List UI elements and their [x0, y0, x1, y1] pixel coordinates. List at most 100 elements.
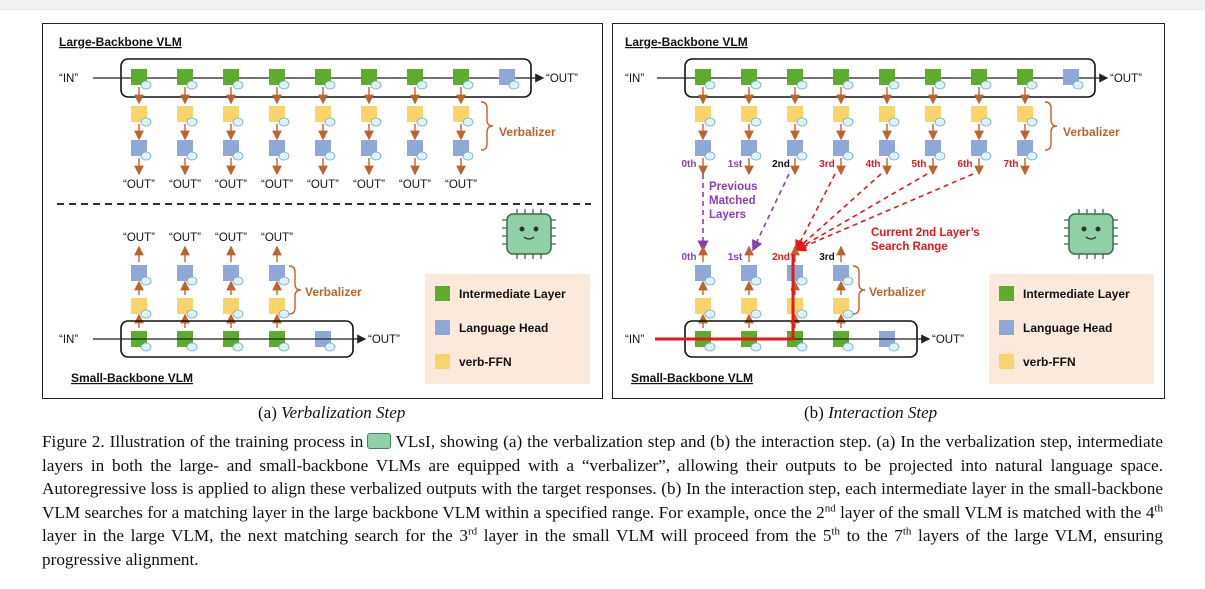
- previous-matched-line2: Matched: [709, 195, 756, 207]
- verbalized-out-label: “OUT”: [307, 179, 339, 191]
- language-head-block: [695, 265, 711, 281]
- intermediate-layer-block: [741, 69, 757, 85]
- snowflake-icon: [750, 276, 762, 286]
- small-ordinal-label: 2nd: [772, 252, 790, 263]
- figure-caption: Figure 2. Illustration of the training p…: [42, 432, 1163, 569]
- snowflake-icon: [140, 342, 152, 352]
- verb-ffn-block: [741, 298, 757, 314]
- large-verbalizer-brace: [480, 101, 494, 151]
- intermediate-layer-block: [315, 69, 331, 85]
- verb-ffn-block: [925, 106, 941, 122]
- mascot-chip-icon: [502, 209, 556, 259]
- window-top-bar: [0, 0, 1205, 10]
- snowflake-icon: [704, 80, 716, 90]
- snowflake-icon: [888, 342, 900, 352]
- large-verbalizer-label: Verbalizer: [1063, 125, 1120, 139]
- legend-intermediate-label: Intermediate Layer: [1023, 287, 1130, 301]
- language-head-block: [177, 265, 193, 281]
- verb-ffn-block: [407, 106, 423, 122]
- verbalized-out-label: “OUT”: [169, 232, 201, 244]
- language-head-block: [131, 140, 147, 156]
- small-ordinal-label: 3rd: [819, 252, 835, 263]
- snowflake-icon: [1026, 80, 1038, 90]
- snowflake-icon: [232, 276, 244, 286]
- snowflake-icon: [278, 309, 290, 319]
- snowflake-icon: [416, 117, 428, 127]
- verb-ffn-block: [787, 106, 803, 122]
- small-ordinal-label: 1st: [728, 252, 743, 263]
- search-line-5: [794, 173, 928, 251]
- legend-head-label: Language Head: [1023, 321, 1112, 335]
- verbalized-out-label: “OUT”: [353, 179, 385, 191]
- verbalized-out-label: “OUT”: [261, 179, 293, 191]
- snowflake-icon: [750, 342, 762, 352]
- language-head-block: [925, 140, 941, 156]
- language-head-block: [787, 140, 803, 156]
- verb-ffn-block: [361, 106, 377, 122]
- snowflake-icon: [370, 117, 382, 127]
- legend-intermediate-label: Intermediate Layer: [459, 287, 566, 301]
- large-out-label: “OUT”: [1110, 73, 1142, 85]
- snowflake-icon: [980, 80, 992, 90]
- snowflake-icon: [324, 80, 336, 90]
- large-ordinal-label: 3rd: [819, 159, 835, 170]
- snowflake-icon: [186, 342, 198, 352]
- verb-ffn-block: [695, 106, 711, 122]
- verb-ffn-block: [223, 106, 239, 122]
- snowflake-icon: [140, 117, 152, 127]
- snowflake-icon: [888, 80, 900, 90]
- verb-ffn-block: [177, 298, 193, 314]
- snowflake-icon: [842, 276, 854, 286]
- snowflake-icon: [796, 276, 808, 286]
- language-head-block: [269, 140, 285, 156]
- snowflake-icon: [704, 309, 716, 319]
- snowflake-icon: [140, 276, 152, 286]
- large-ordinal-label: 7th: [1004, 159, 1019, 170]
- snowflake-icon: [796, 309, 808, 319]
- panel-verbalization: Large-Backbone VLM “IN” “OUT” “OUT”“OUT”…: [42, 23, 603, 399]
- legend-head-label: Language Head: [459, 321, 548, 335]
- search-range-line1: Current 2nd Layer’s: [871, 227, 980, 239]
- caption-part2: VLsI, showing (a) the verbalization step…: [42, 432, 1163, 522]
- snowflake-icon: [842, 309, 854, 319]
- snowflake-icon: [370, 80, 382, 90]
- snowflake-icon: [186, 276, 198, 286]
- snowflake-icon: [934, 80, 946, 90]
- legend-verb-swatch: [999, 354, 1014, 369]
- snowflake-icon: [842, 80, 854, 90]
- snowflake-icon: [324, 151, 336, 161]
- snowflake-icon: [842, 151, 854, 161]
- language-head-block: [223, 140, 239, 156]
- snowflake-icon: [796, 151, 808, 161]
- small-in-label: “IN”: [59, 334, 78, 346]
- snowflake-icon: [462, 151, 474, 161]
- snowflake-icon: [232, 342, 244, 352]
- search-line-4: [794, 173, 882, 252]
- snowflake-icon: [842, 342, 854, 352]
- vlsi-mascot-icon: [367, 433, 392, 449]
- previous-matched-line3: Layers: [709, 209, 746, 221]
- snowflake-icon: [934, 151, 946, 161]
- small-layer-columns: “OUT”“OUT”“OUT”“OUT”: [123, 232, 336, 352]
- language-head-block: [131, 265, 147, 281]
- verbalization-diagram: Large-Backbone VLM “IN” “OUT” “OUT”“OUT”…: [57, 35, 591, 385]
- intermediate-layer-block: [223, 69, 239, 85]
- intermediate-layer-block: [131, 69, 147, 85]
- caption-a: (a) Verbalization Step: [258, 403, 405, 423]
- search-range-line2: Search Range: [871, 241, 948, 253]
- large-backbone-title: Large-Backbone VLM: [625, 35, 748, 49]
- verb-ffn-block: [177, 106, 193, 122]
- language-head-block: [223, 265, 239, 281]
- snowflake-icon: [842, 117, 854, 127]
- intermediate-layer-block: [1017, 69, 1033, 85]
- small-in-label: “IN”: [625, 334, 644, 346]
- snowflake-icon: [980, 117, 992, 127]
- match-line-1: [752, 173, 790, 252]
- small-verbalizer-label: Verbalizer: [305, 285, 362, 299]
- snowflake-icon: [186, 151, 198, 161]
- snowflake-icon: [1026, 117, 1038, 127]
- language-head-block: [833, 140, 849, 156]
- snowflake-icon: [462, 117, 474, 127]
